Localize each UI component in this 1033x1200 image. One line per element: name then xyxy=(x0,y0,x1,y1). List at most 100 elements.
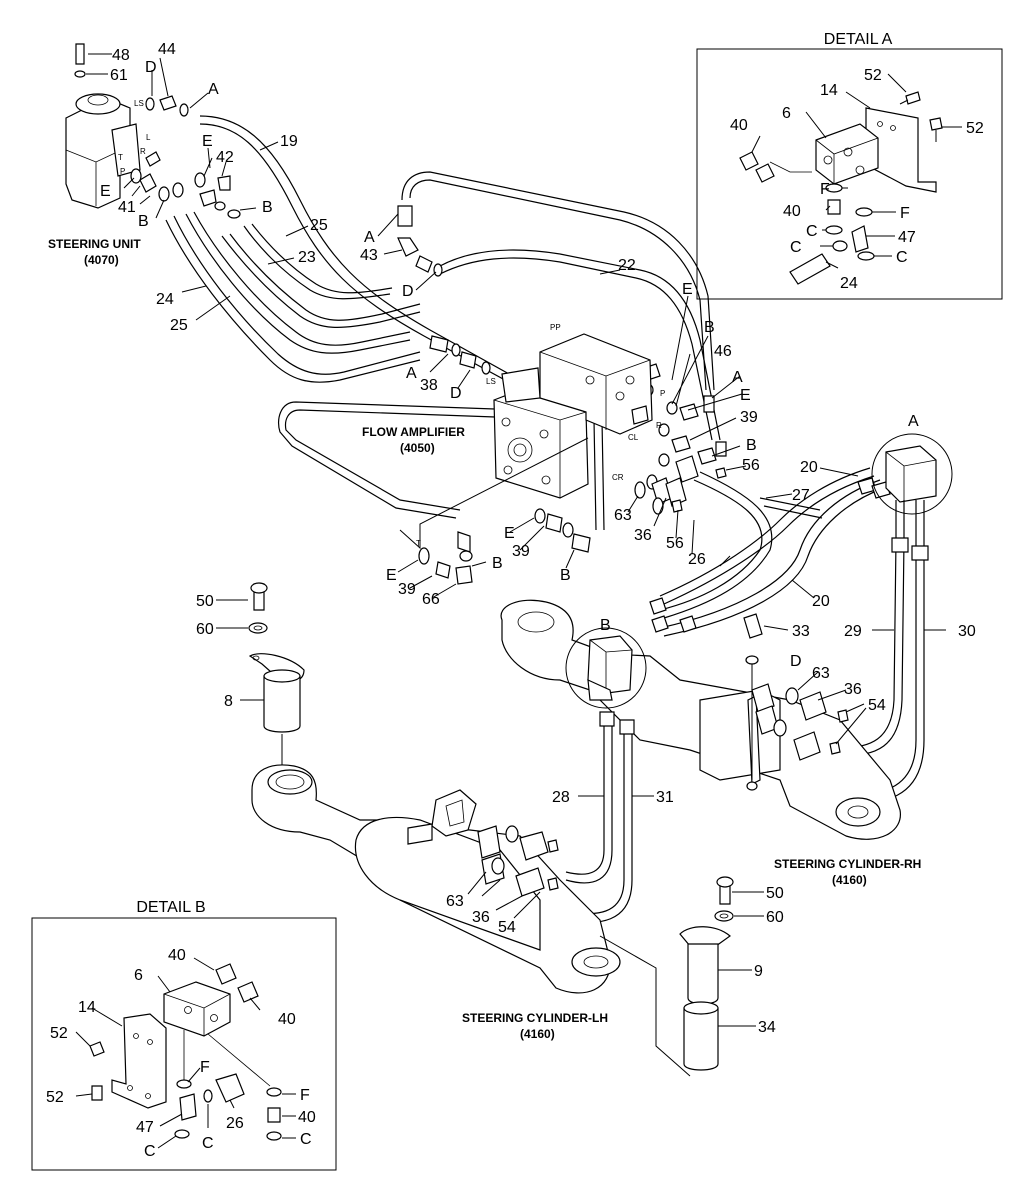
callout-b3: B xyxy=(704,319,715,336)
callout-l1: L xyxy=(146,133,151,142)
callout-n8: 8 xyxy=(224,693,233,710)
upper-hoses: 25 23 24 25 A 43 D 22 A 38 D E B 46 A E … xyxy=(156,115,758,531)
callout-db-f2: F xyxy=(300,1087,310,1104)
callout-n25a: 25 xyxy=(310,217,328,234)
callout-cl: CL xyxy=(628,433,639,442)
detail-a-frame xyxy=(696,48,1003,300)
callout-e5: E xyxy=(504,525,515,542)
callout-n42: 42 xyxy=(216,149,234,166)
fitting-40-a3 xyxy=(827,199,841,215)
o-ring-c-a3 xyxy=(857,251,875,261)
fitting-40-a1 xyxy=(739,151,759,171)
callout-da-f2: F xyxy=(900,205,910,222)
callout-n60b: 60 xyxy=(766,909,784,926)
hose-end-24-a xyxy=(789,253,831,285)
callout-da-c1: C xyxy=(806,223,818,240)
callout-flow-amplifier-code: (4050) xyxy=(400,441,435,455)
callout-da-c3: C xyxy=(896,249,908,266)
callout-r1: R xyxy=(140,147,146,156)
callout-d3: D xyxy=(450,385,462,402)
callout-db-14: 14 xyxy=(78,999,96,1016)
washer-60b xyxy=(714,910,734,922)
callout-steering-unit-code: (4070) xyxy=(84,253,119,267)
callout-db-40b: 40 xyxy=(278,1011,296,1028)
callout-n36b: 36 xyxy=(844,681,862,698)
callout-n28: 28 xyxy=(552,789,570,806)
callout-cyl-lh: STEERING CYLINDER-LH xyxy=(462,1011,608,1025)
callout-n39b: 39 xyxy=(512,543,530,560)
callout-n41: 41 xyxy=(118,199,136,216)
callout-n39a: 39 xyxy=(740,409,758,426)
detail-b-callout-circle: B 28 31 xyxy=(549,617,674,923)
callout-db-c3: C xyxy=(300,1131,312,1148)
callout-n60a: 60 xyxy=(196,621,214,638)
callout-n34: 34 xyxy=(758,1019,776,1036)
pin-assembly-9: 50 60 9 34 xyxy=(679,876,784,1071)
callout-n20a: 20 xyxy=(800,459,818,476)
washer-60a xyxy=(248,622,268,634)
callout-cyl-rh: STEERING CYLINDER-RH xyxy=(774,857,921,871)
callout-db-52a: 52 xyxy=(50,1025,68,1042)
pin-assembly-8: 50 60 8 xyxy=(196,582,305,770)
bolt-52-a2 xyxy=(929,117,943,131)
callout-n19: 19 xyxy=(280,133,298,150)
callout-b4: B xyxy=(746,437,757,454)
callout-e2: E xyxy=(100,183,111,200)
callout-a1: A xyxy=(208,81,219,98)
callout-n39c: 39 xyxy=(398,581,416,598)
callout-db-f1: F xyxy=(200,1059,210,1076)
callout-n33: 33 xyxy=(792,623,810,640)
callout-db-40a: 40 xyxy=(168,947,186,964)
callout-db-47: 47 xyxy=(136,1119,154,1136)
o-ring-c-a2 xyxy=(832,240,848,252)
callout-n24a: 24 xyxy=(156,291,174,308)
callout-a2: A xyxy=(364,229,375,246)
callout-n56a: 56 xyxy=(742,457,760,474)
callout-n31: 31 xyxy=(656,789,674,806)
callout-ls1: LS xyxy=(134,99,144,108)
callout-b1: B xyxy=(138,213,149,230)
callout-a5: A xyxy=(908,413,919,430)
callout-b5: B xyxy=(560,567,571,584)
callout-n48: 48 xyxy=(112,47,130,64)
callout-n26: 26 xyxy=(688,551,706,568)
callout-cr: CR xyxy=(612,473,624,482)
callout-n56b: 56 xyxy=(666,535,684,552)
callout-b7: B xyxy=(600,617,611,634)
callout-n27: 27 xyxy=(792,487,810,504)
callout-cyl-rh-code: (4160) xyxy=(832,873,867,887)
callout-ls2: LS xyxy=(486,377,496,386)
callout-da-40b: 40 xyxy=(783,203,801,220)
callout-cyl-lh-code: (4160) xyxy=(520,1027,555,1041)
callout-d1: D xyxy=(145,59,157,76)
callout-d4: D xyxy=(790,653,802,670)
detail-b-title: DETAIL B xyxy=(136,899,205,916)
callout-r2: R xyxy=(656,421,662,430)
callout-b2: B xyxy=(262,199,273,216)
callout-da-52a: 52 xyxy=(864,67,882,84)
callout-da-47: 47 xyxy=(898,229,916,246)
manifold-block-6-a xyxy=(815,123,879,185)
callout-b6: B xyxy=(492,555,503,572)
elbow-44 xyxy=(159,95,177,111)
callout-n46: 46 xyxy=(714,343,732,360)
fitting-40-a2 xyxy=(755,163,775,183)
bolt-48 xyxy=(75,43,85,65)
o-ring-f-a2 xyxy=(855,207,873,217)
tee-fitting-47-a xyxy=(851,225,869,253)
callout-da-f1: F xyxy=(820,181,830,198)
detail-a-title: DETAIL A xyxy=(824,31,893,48)
callout-da-52b: 52 xyxy=(966,120,984,137)
callout-db-c1: C xyxy=(202,1135,214,1152)
callout-n20b: 20 xyxy=(812,593,830,610)
washer-61 xyxy=(74,70,86,78)
callout-n54a: 54 xyxy=(868,697,886,714)
callout-e4: E xyxy=(740,387,751,404)
callout-n23: 23 xyxy=(298,249,316,266)
callout-n25b: 25 xyxy=(170,317,188,334)
callout-flow-amplifier: FLOW AMPLIFIER xyxy=(362,425,465,439)
callout-db-c2: C xyxy=(144,1143,156,1160)
o-ring-c-a1 xyxy=(825,225,843,235)
